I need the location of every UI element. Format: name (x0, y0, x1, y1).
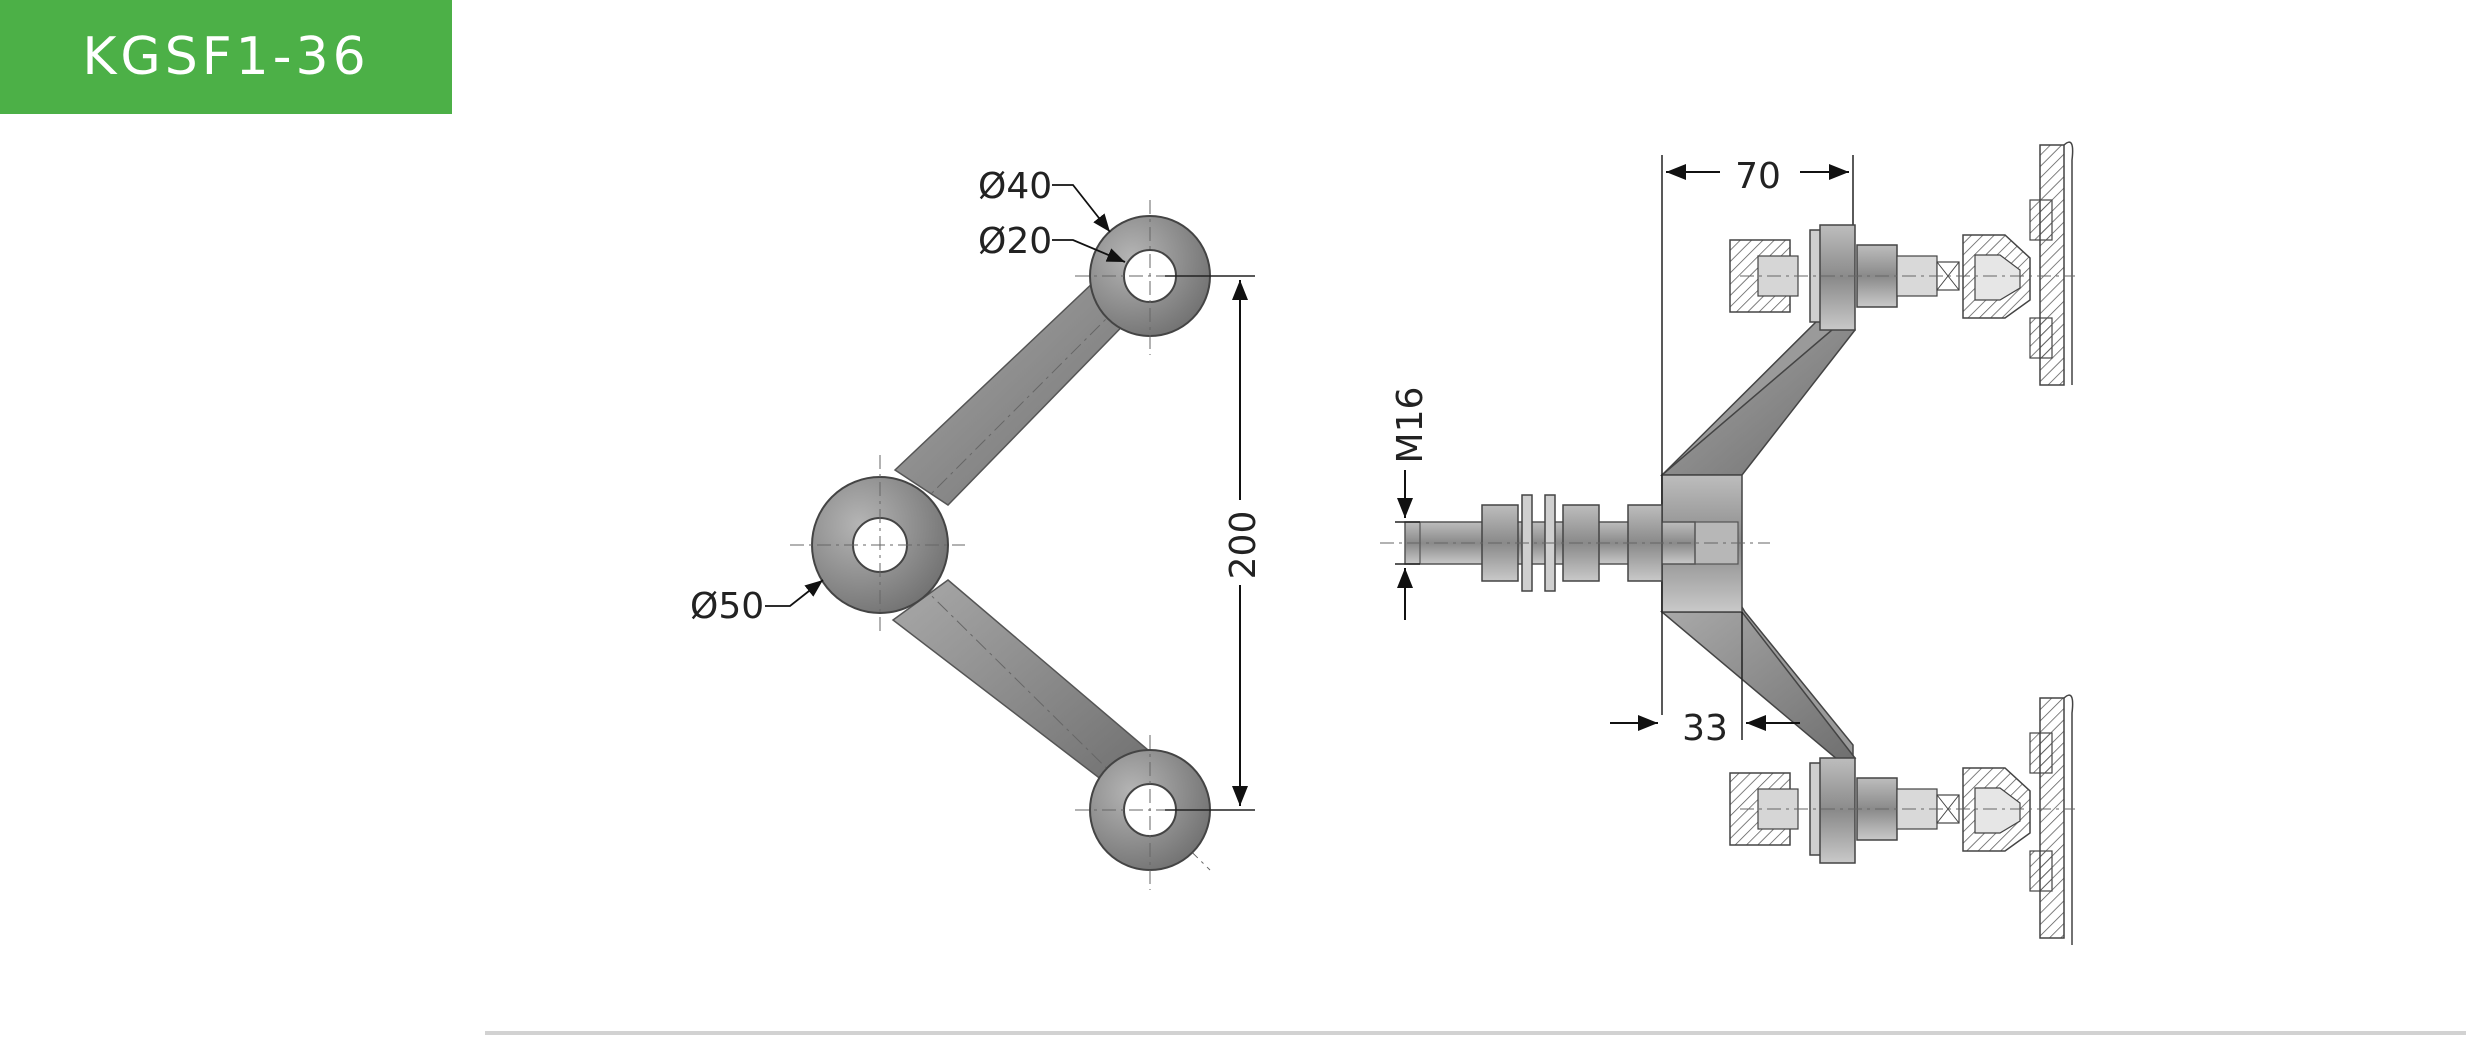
side-view: M16 70 33 (1380, 141, 2075, 945)
upper-side-arm (1659, 310, 1856, 476)
lower-arm (891, 579, 1150, 792)
bottom-fitting (1729, 694, 2075, 945)
top-fitting (1729, 141, 2075, 386)
dim-33-label: 33 (1682, 708, 1728, 749)
model-title: KGSF1-36 (82, 27, 370, 87)
m16-label: M16 (1390, 387, 1431, 464)
dia-40-label: Ø40 (978, 166, 1052, 207)
dia-50-label: Ø50 (690, 586, 764, 627)
bottom-divider (485, 1031, 2466, 1035)
dim-200-label: 200 (1223, 511, 1264, 580)
dim-70-label: 70 (1735, 156, 1781, 197)
model-badge: KGSF1-36 (0, 0, 452, 114)
dia-20-label: Ø20 (978, 221, 1052, 262)
front-view: 200 Ø40 Ø20 Ø50 (690, 166, 1264, 890)
